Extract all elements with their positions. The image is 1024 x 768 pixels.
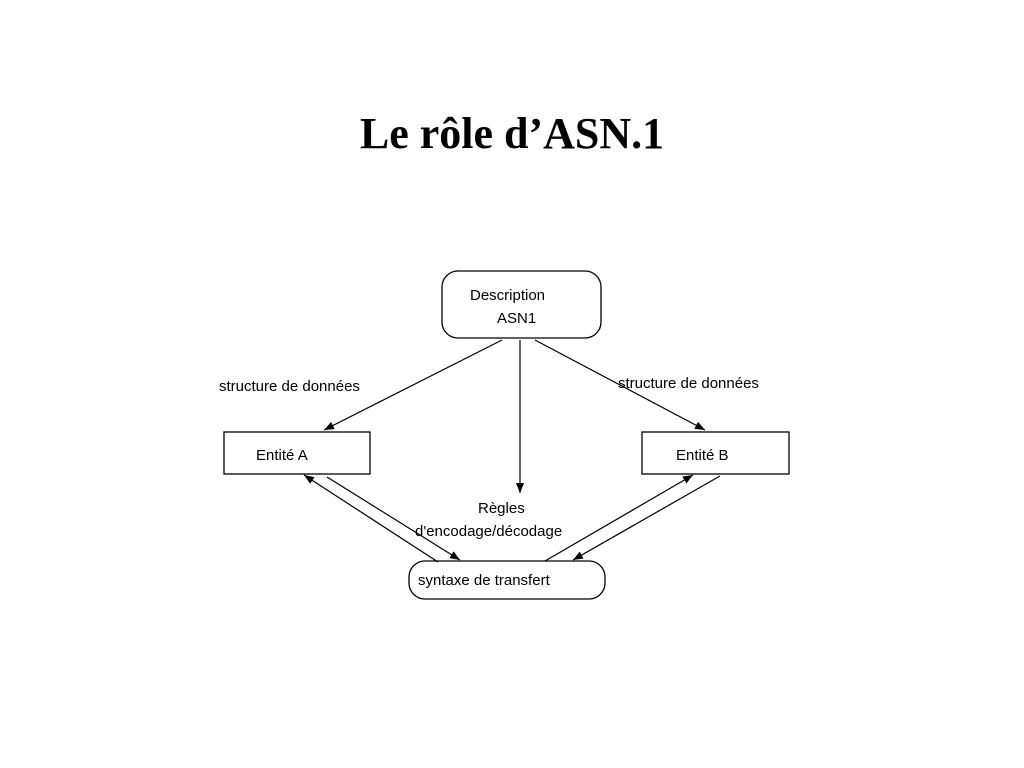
asn1-label: ASN1 (497, 310, 536, 327)
transfer-syntax-label: syntaxe de transfert (418, 572, 551, 589)
entity-a-label: Entité A (256, 447, 308, 464)
slide-title: Le rôle d’ASN.1 (359, 109, 665, 158)
description-label: Description (470, 287, 545, 304)
entity-b-box (641, 431, 790, 475)
transfer-syntax-box (408, 560, 606, 600)
arrow-entity-a-to-transfer (326, 476, 461, 561)
description-asn1-box (441, 270, 602, 339)
arrow-transfer-to-entity-a (303, 474, 439, 563)
encoding-decoding-label: d'encodage/décodage (415, 523, 562, 540)
arrow-transfer-to-entity-b (544, 474, 694, 562)
data-structure-label-left: structure de données (219, 378, 360, 395)
data-structure-label-right: structure de données (618, 375, 759, 392)
arrow-description-to-entity-b (534, 339, 706, 431)
arrow-description-to-entity-a (323, 339, 503, 431)
arrow-entity-b-to-transfer (572, 475, 721, 561)
rules-label: Règles (478, 500, 525, 517)
entity-b-label: Entité B (676, 447, 729, 464)
entity-a-box (223, 431, 371, 475)
